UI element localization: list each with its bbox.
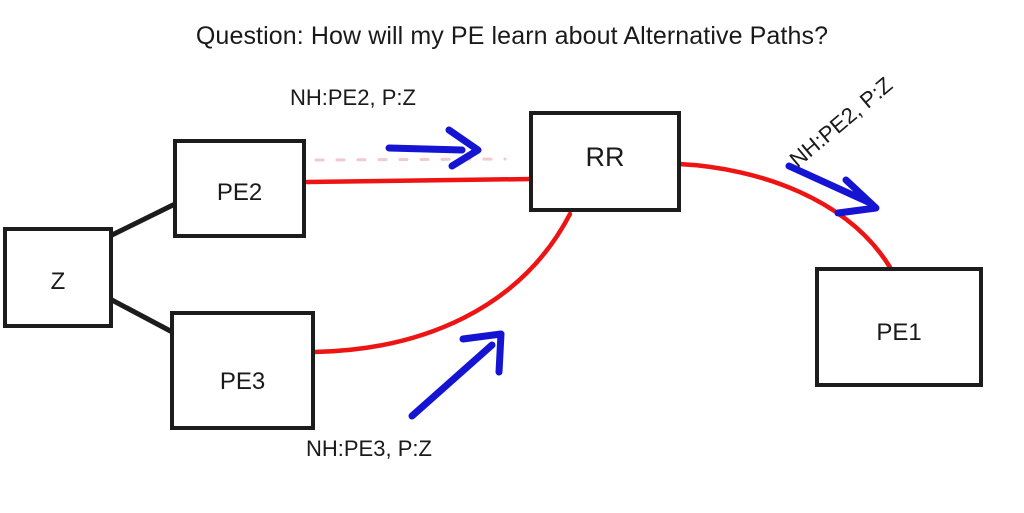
annotation-arrow-up-right-icon (408, 330, 505, 420)
node-pe3-label: PE3 (219, 368, 266, 395)
annotation-arrow-down-right-icon (785, 162, 880, 217)
node-rr[interactable]: RR (529, 111, 681, 212)
node-pe1-label: PE1 (876, 319, 922, 346)
link-rr-pe1 (676, 161, 894, 272)
annotation-top-label: NH:PE2, P:Z (290, 85, 416, 110)
node-z-label: Z (50, 268, 66, 295)
node-pe2[interactable]: PE2 (173, 139, 306, 238)
annotation-arrow-right-icon (385, 126, 482, 170)
page-title: Question: How will my PE learn about Alt… (195, 22, 829, 50)
annotation-bottom-label: NH:PE3, P:Z (306, 436, 432, 461)
link-pe2-rr (304, 176, 535, 185)
link-z-pe3 (108, 296, 178, 337)
link-pe3-rr (311, 211, 573, 355)
node-pe1[interactable]: PE1 (815, 267, 983, 387)
link-z-pe2 (108, 200, 179, 239)
node-rr-label: RR (585, 142, 625, 172)
node-pe3[interactable]: PE3 (170, 311, 315, 430)
node-pe2-label: PE2 (216, 179, 263, 206)
node-z[interactable]: Z (3, 227, 113, 328)
